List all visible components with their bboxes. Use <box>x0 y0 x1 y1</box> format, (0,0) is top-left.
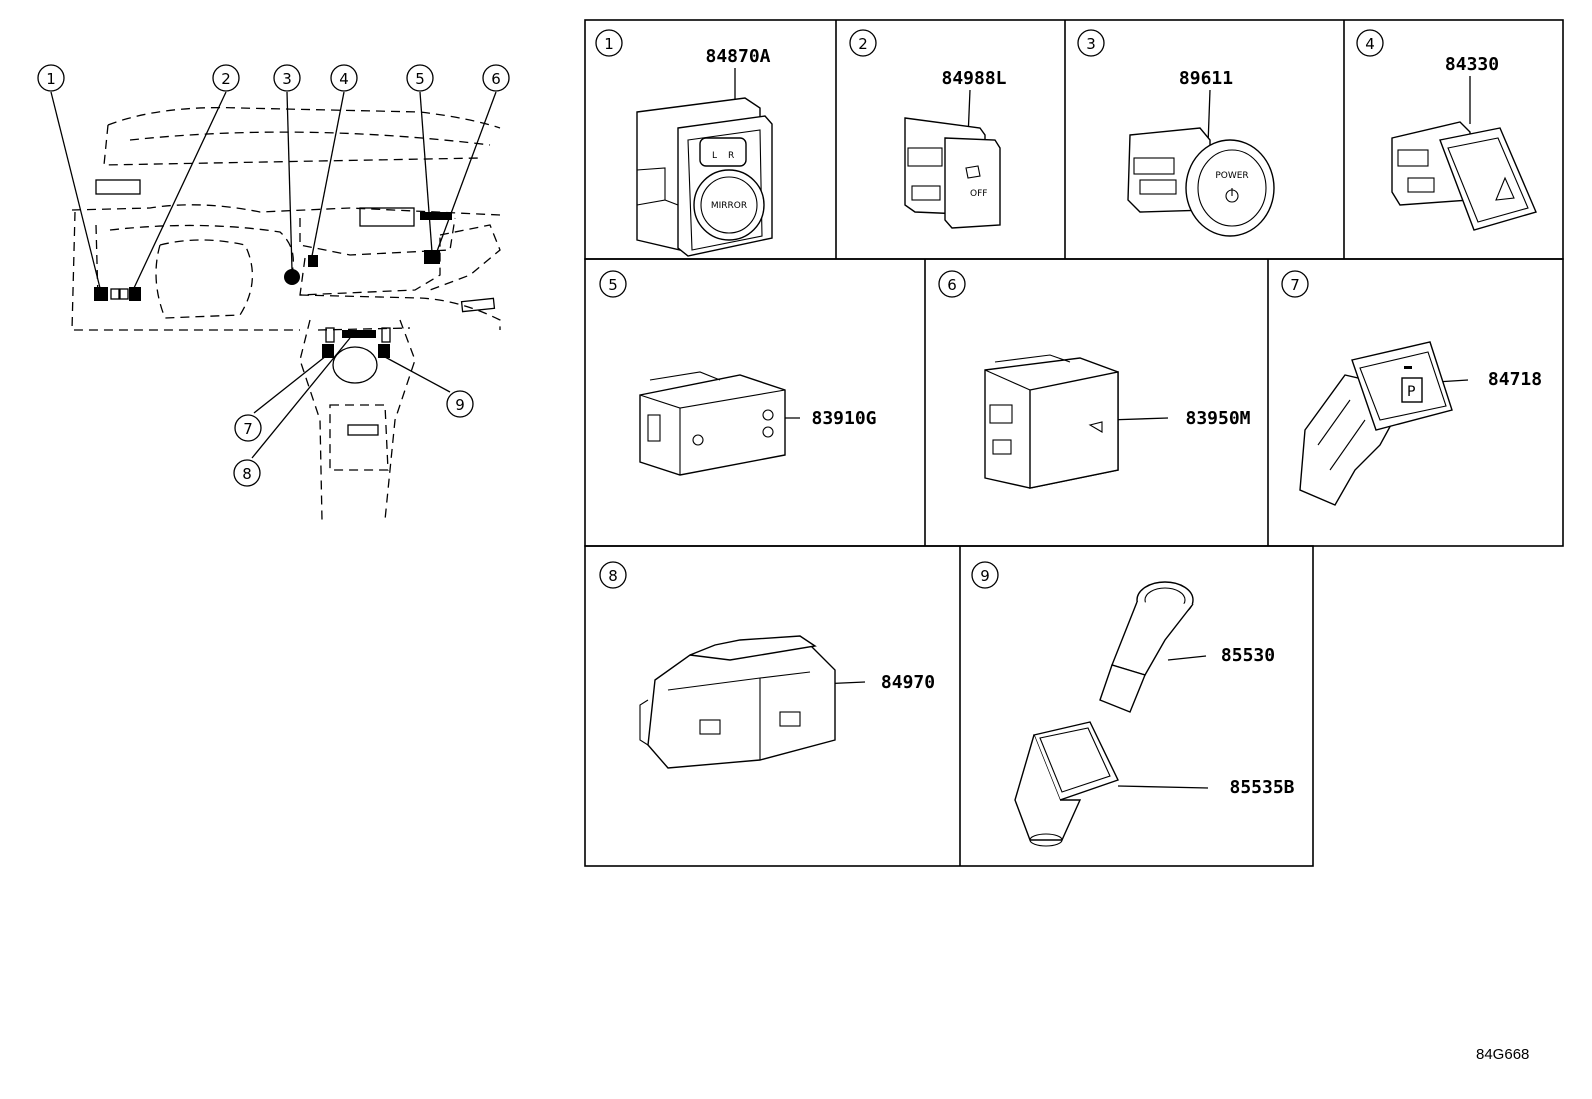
cell-7-number <box>1281 270 1309 298</box>
power-switch-icon: POWER <box>1127 127 1275 237</box>
diagram-id: 84G668 <box>1476 1046 1530 1063</box>
callout-2-label: 2 <box>221 70 231 88</box>
cell-8-number <box>599 561 627 589</box>
vsc-off-switch-icon: OFF <box>904 117 1001 229</box>
parts-grid <box>584 19 1564 867</box>
callout-5 <box>406 64 434 92</box>
cell-6-number <box>938 270 966 298</box>
svg-text:L: L <box>712 151 717 161</box>
cell-3: 3 89611 POWER <box>1077 29 1275 237</box>
power-outlet-icon <box>1099 581 1194 713</box>
svg-text:6: 6 <box>947 276 957 294</box>
svg-text:2: 2 <box>858 35 868 53</box>
trunk-opener-switch-icon <box>984 354 1119 489</box>
callout-8 <box>233 459 261 487</box>
part-number-85530: 85530 <box>1221 645 1275 666</box>
cell-9-number <box>971 561 999 589</box>
callout-9-label: 9 <box>455 396 465 414</box>
callout-8-label: 8 <box>242 465 252 483</box>
callout-4-label: 4 <box>339 70 349 88</box>
cell-4-number <box>1356 29 1384 57</box>
outlet-cover-icon <box>1014 721 1119 847</box>
callout-1-label: 1 <box>46 70 56 88</box>
callout-1 <box>37 64 65 92</box>
svg-text:R: R <box>728 151 734 161</box>
part-number-83910G: 83910G <box>811 408 876 429</box>
svg-text:7: 7 <box>1290 276 1300 294</box>
hazard-switch-icon <box>1391 121 1537 231</box>
cell-7: 7 84718 P <box>1281 270 1542 506</box>
cell-2: 2 84988L OFF <box>849 29 1007 229</box>
callout-4 <box>330 64 358 92</box>
dashboard-overview <box>50 91 501 521</box>
callout-6 <box>482 64 510 92</box>
part-number-89611: 89611 <box>1179 68 1233 89</box>
part-number-84330: 84330 <box>1445 54 1499 75</box>
callout-7-label: 7 <box>243 420 253 438</box>
parking-switch-icon: P <box>1299 341 1453 506</box>
callout-7 <box>234 414 262 442</box>
callout-9 <box>446 390 474 418</box>
part-number-84870A: 84870A <box>705 46 770 67</box>
cell-1: 1 84870A L R MIRROR <box>595 29 773 257</box>
svg-text:POWER: POWER <box>1215 171 1248 181</box>
svg-text:3: 3 <box>1086 35 1096 53</box>
part-number-85535B: 85535B <box>1229 777 1294 798</box>
callout-2 <box>212 64 240 92</box>
callout-5-label: 5 <box>415 70 425 88</box>
svg-text:P: P <box>1407 384 1415 400</box>
svg-text:4: 4 <box>1365 35 1375 53</box>
svg-text:5: 5 <box>608 276 618 294</box>
cell-2-number <box>849 29 877 57</box>
double-switch-icon <box>639 635 836 769</box>
mirror-switch-icon: L R MIRROR <box>636 97 773 257</box>
svg-text:MIRROR: MIRROR <box>711 201 747 211</box>
cell-1-number <box>595 29 623 57</box>
svg-text:1: 1 <box>604 35 614 53</box>
seat-heater-switch-icon <box>639 371 786 476</box>
cell-5-number <box>599 270 627 298</box>
overview-callouts: 1 2 3 4 5 6 7 8 9 <box>37 64 510 487</box>
svg-text:8: 8 <box>608 567 618 585</box>
part-number-84718: 84718 <box>1488 369 1542 390</box>
svg-text:9: 9 <box>980 567 990 585</box>
part-number-84970: 84970 <box>881 672 935 693</box>
callout-6-label: 6 <box>491 70 501 88</box>
cell-8: 8 84970 <box>599 561 935 769</box>
part-number-84988L: 84988L <box>941 68 1006 89</box>
cell-4: 4 84330 <box>1356 29 1537 231</box>
cell-5: 5 83910G <box>599 270 877 476</box>
callout-3-label: 3 <box>282 70 292 88</box>
svg-text:OFF: OFF <box>970 189 987 199</box>
cell-9: 9 85530 85535B <box>971 561 1295 847</box>
cell-6: 6 83950M <box>938 270 1251 489</box>
part-number-83950M: 83950M <box>1185 408 1250 429</box>
cell-3-number <box>1077 29 1105 57</box>
callout-3 <box>273 64 301 92</box>
